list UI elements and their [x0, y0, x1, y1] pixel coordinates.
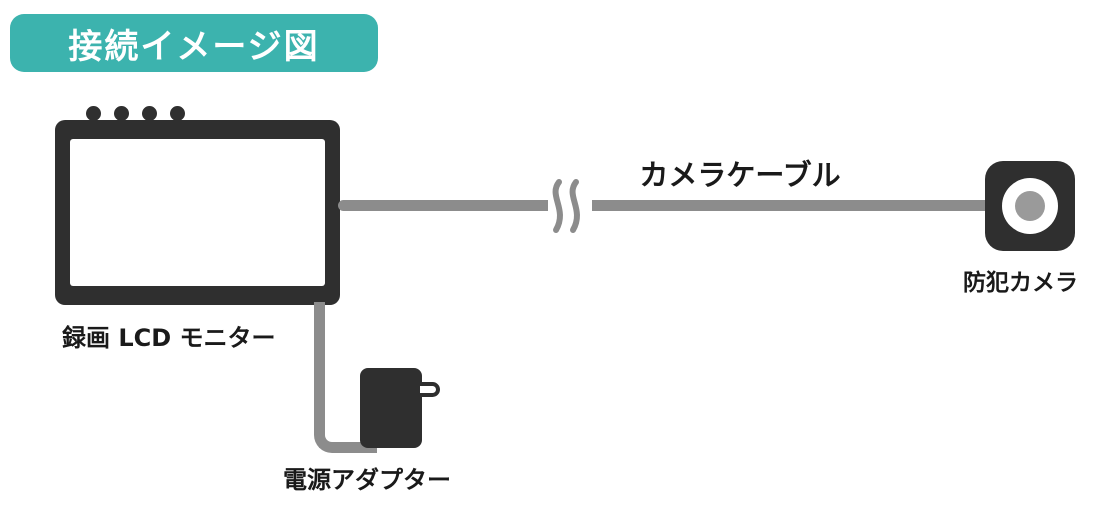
adapter-label: 電源アダプター — [283, 466, 451, 494]
monitor-label: 録画 LCD モニター — [62, 324, 276, 352]
monitor-illustration — [55, 120, 340, 305]
monitor-knob-icon — [142, 106, 157, 121]
camera-lens-center — [1015, 191, 1045, 221]
cable-break-squiggle-icon — [540, 175, 592, 237]
camera-cable-label: カメラケーブル — [639, 158, 841, 192]
power-adapter-illustration — [360, 368, 440, 448]
monitor-knob-icon — [86, 106, 101, 121]
adapter-plug-icon — [416, 382, 440, 397]
camera-cable-segment-left — [338, 200, 548, 211]
camera-illustration — [985, 161, 1075, 251]
diagram-title-badge: 接続イメージ図 — [10, 14, 378, 72]
camera-cable-segment-right — [592, 200, 987, 211]
diagram-title: 接続イメージ図 — [68, 26, 320, 67]
monitor-knob-icon — [170, 106, 185, 121]
power-cable — [314, 302, 377, 453]
monitor-screen — [70, 139, 325, 286]
monitor-knob-icon — [114, 106, 129, 121]
camera-label: 防犯カメラ — [963, 270, 1078, 296]
camera-lens-icon — [1002, 178, 1058, 234]
